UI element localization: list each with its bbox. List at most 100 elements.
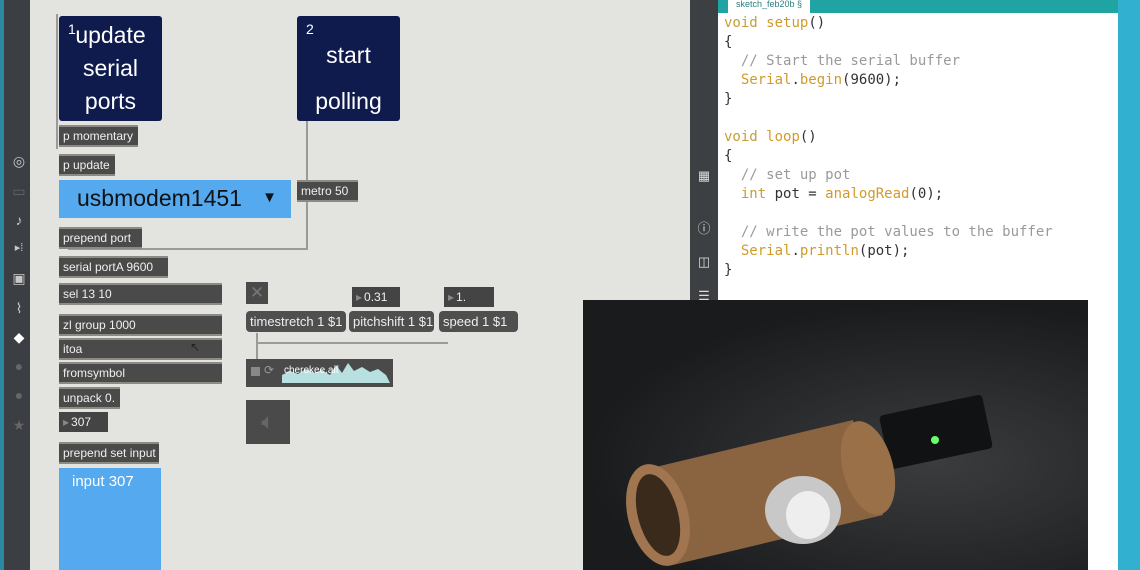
unpack-object[interactable]: unpack 0. [59,387,120,409]
loop-icon[interactable]: ⟳ [264,363,275,377]
code-line: } [724,261,732,280]
timestretch-message[interactable]: timestretch 1 $1 [246,311,346,332]
serial-object[interactable]: serial portA 9600 [59,256,168,278]
speed-message[interactable]: speed 1 $1 [439,311,518,332]
button-label: polling [315,88,382,114]
number-box[interactable]: 307 [59,412,108,432]
patch-cord [256,342,448,344]
code-token: (9600); [842,72,902,88]
playlist-filename: cherokee.aif [284,365,339,376]
button-number: 1 [68,21,76,37]
code-line: void setup() [724,14,825,33]
editor-right-edge [1118,0,1140,570]
video-photo [583,300,1088,570]
music-note-icon[interactable]: ♪ [15,212,23,228]
waveform [282,363,390,383]
zl-group-object[interactable]: zl group 1000 [59,314,222,336]
prepend-set-input-object[interactable]: prepend set input [59,442,159,464]
columns-icon[interactable]: ◫ [697,254,711,269]
itoa-object[interactable]: itoa [59,338,222,360]
code-token: Serial [724,72,792,88]
metro-object[interactable]: metro 50 [297,180,358,202]
patch-cord [256,333,258,361]
chevron-down-icon: ▼ [262,189,277,206]
keyboard-icon[interactable]: ▭ [12,183,26,199]
code-token: void [724,129,767,145]
star-icon[interactable]: ★ [12,417,26,433]
p-momentary-object[interactable]: p momentary [59,125,138,147]
speed-number-box[interactable]: 1. [444,287,494,307]
code-line: // set up pot [724,166,851,185]
code-token: { [724,148,733,164]
update-serial-ports-button[interactable]: update serial ports 1 [59,16,162,121]
code-token: analogRead [825,186,910,202]
sel-object[interactable]: sel 13 10 [59,283,222,305]
fromsymbol-object[interactable]: fromsymbol [59,362,222,384]
toggle[interactable]: ✕ [246,282,268,304]
plug-icon[interactable]: ◆ [13,329,25,345]
speaker-icon[interactable]: 🔈︎ [246,400,290,444]
patch-cord [306,199,308,249]
code-line: int pot = analogRead(0); [724,185,943,204]
code-token: } [724,91,733,107]
code-line: { [724,33,732,52]
left-toolbar: ◎ ▭ ♪ ▸⁞ ▣ ⌇ ◆ ● ● ★ [0,0,30,570]
grid-icon[interactable]: ▦ [697,168,711,183]
code-line: // write the pot values to the buffer [724,223,1053,242]
code-token: setup [766,15,809,31]
code-token: println [799,243,859,259]
p-icon[interactable]: ● [14,358,24,374]
code-token: loop [766,129,800,145]
pitchshift-message[interactable]: pitchshift 1 $1 [349,311,434,332]
patch-cord [306,121,308,181]
list-icon[interactable]: ☰ [698,288,710,303]
button-label: ports [84,88,137,114]
editor-tab-bar [718,0,1140,13]
image-icon[interactable]: ▣ [12,270,26,286]
code-token: () [808,15,826,31]
code-token: begin [799,72,843,88]
code-token: . [791,243,800,259]
button-label: start [326,42,371,68]
start-polling-button[interactable]: 2 start polling [297,16,400,121]
cardboard-tube-photo [626,394,993,566]
patch-cord [68,248,308,250]
code-line: // Start the serial buffer [724,52,960,71]
code-line: Serial.begin(9600); [724,71,901,90]
serial-port-menu[interactable]: usbmodem1451 ▼ [59,180,291,218]
button-label: serial [83,55,138,81]
media-step-icon[interactable]: ▸⁞ [14,242,24,254]
code-token: // write the pot values to the buffer [724,224,1053,240]
pitch-number-box[interactable]: 0.31 [352,287,400,307]
code-line: void loop() [724,128,817,147]
tab-sketch[interactable]: sketch_feb20b § [728,0,811,13]
target-icon[interactable]: ◎ [12,153,26,169]
code-line: Serial.println(pot); [724,242,910,261]
cursor-icon: ↖ [190,340,201,354]
code-token: } [724,262,733,278]
code-token: (pot); [858,243,910,259]
port-menu-value: usbmodem1451 [77,185,242,211]
code-token: Serial [724,243,792,259]
code-token: int [724,186,767,202]
code-token: pot = [766,186,826,202]
code-token: (0); [909,186,944,202]
playlist-object[interactable]: ⟳ cherokee.aif [246,359,393,387]
stop-icon[interactable] [251,367,260,376]
code-line: { [724,147,732,166]
code-token: . [791,72,800,88]
code-token: () [799,129,817,145]
patch-cord [56,14,58,149]
button-number: 2 [306,21,314,37]
code-token: // set up pot [724,167,851,183]
button-label: update [75,22,146,48]
input-display: input 307 [59,468,161,570]
code-line: } [724,90,732,109]
b-icon[interactable]: ● [14,387,24,403]
code-token: // Start the serial buffer [724,53,961,69]
info-icon[interactable]: ⓘ [697,221,711,236]
prepend-port-object[interactable]: prepend port [59,227,142,249]
paperclip-icon[interactable]: ⌇ [15,300,23,316]
code-token: void [724,15,767,31]
p-update-object[interactable]: p update [59,154,115,176]
